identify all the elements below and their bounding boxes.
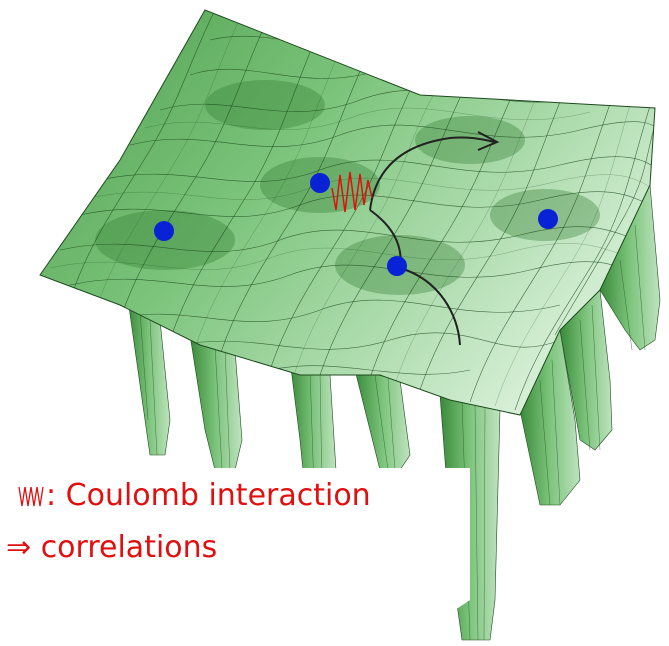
caption-background — [0, 468, 470, 610]
coulomb-wiggle-icon — [331, 171, 373, 213]
well-leg — [354, 369, 411, 471]
caption-coulomb-text: : Coulomb interaction — [46, 478, 371, 513]
electron — [310, 173, 330, 193]
hop-arrowhead — [477, 131, 500, 151]
caption-line-correlations: ⇒ correlations — [6, 530, 217, 565]
electrons — [154, 173, 558, 276]
caption-line-coulomb: : Coulomb interaction — [16, 478, 371, 513]
electron — [154, 221, 174, 241]
implies-arrow: ⇒ — [6, 530, 32, 565]
electron — [387, 256, 407, 276]
hop-path-right — [399, 267, 461, 346]
coulomb-wiggle-icon — [18, 486, 44, 506]
electron — [538, 209, 558, 229]
potential-wells — [127, 183, 661, 641]
caption-correlations-text: correlations — [40, 530, 218, 565]
hop-arrow-up — [369, 136, 496, 211]
